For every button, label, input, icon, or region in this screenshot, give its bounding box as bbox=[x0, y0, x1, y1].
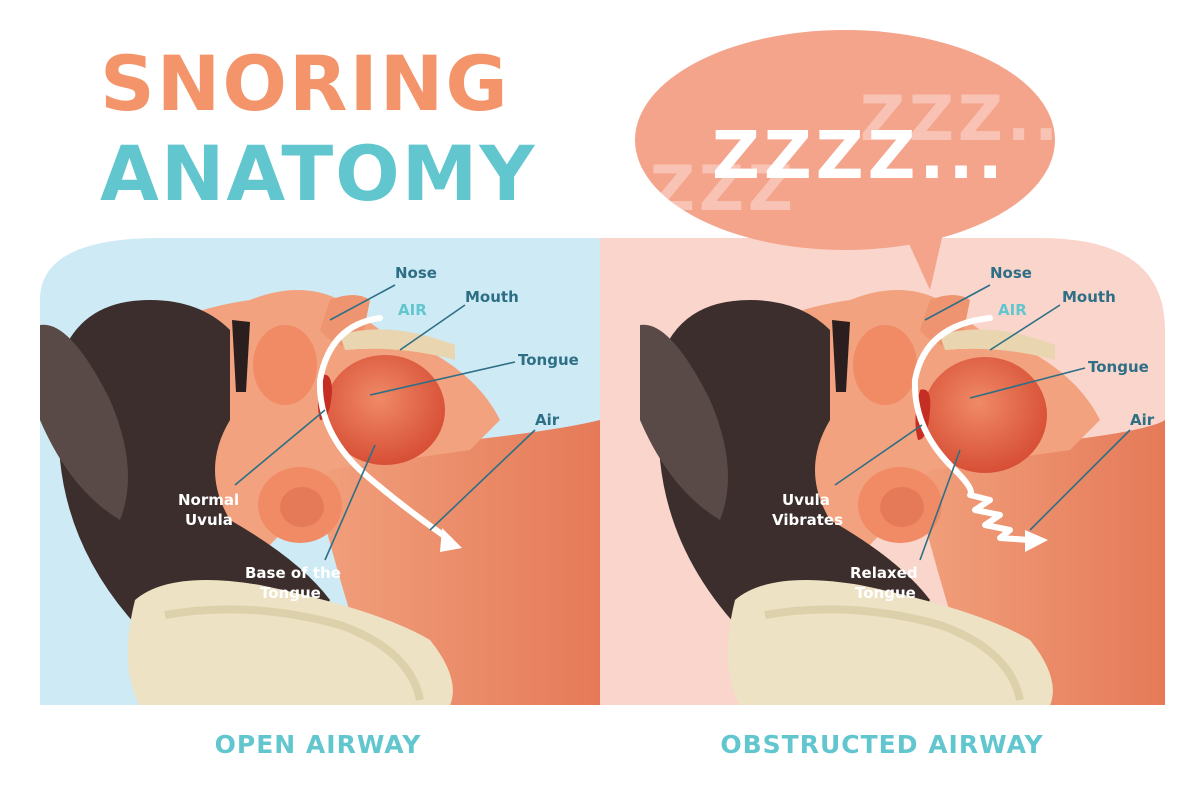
right-label-air: Air bbox=[1130, 411, 1155, 429]
right-label-mouth: Mouth bbox=[1062, 288, 1116, 306]
left-ear-hair bbox=[40, 324, 128, 520]
left-label-nose: Nose bbox=[395, 264, 437, 282]
left-label-uvula-line2: Uvula bbox=[185, 511, 233, 529]
left-lips bbox=[253, 325, 317, 405]
right-leader-tongue bbox=[969, 367, 1086, 399]
speech-bubble-ghost-right: ZZZ.. bbox=[860, 82, 1062, 155]
left-pillow-crease bbox=[164, 605, 424, 701]
right-label-nose: Nose bbox=[990, 264, 1032, 282]
left-leader-air bbox=[429, 429, 536, 531]
right-leader-nose bbox=[924, 284, 991, 321]
right-leader-uvula bbox=[834, 424, 923, 486]
right-label-uvula-line2: Vibrates bbox=[772, 511, 843, 529]
right-lips bbox=[853, 325, 917, 405]
left-leader-mouth bbox=[399, 304, 466, 351]
right-leader-relaxed bbox=[919, 449, 961, 561]
left-label-mouth: Mouth bbox=[465, 288, 519, 306]
left-ear-inner bbox=[280, 487, 324, 527]
right-ear-hair bbox=[640, 324, 728, 520]
right-leader-mouth bbox=[989, 304, 1061, 351]
left-hair bbox=[60, 300, 330, 650]
right-panel: Nose AIR Mouth Tongue Air Uvula Vibrates… bbox=[600, 238, 1165, 705]
left-leader-tongue bbox=[369, 361, 516, 396]
left-tongue bbox=[325, 355, 445, 465]
right-pillow bbox=[727, 580, 1053, 705]
caption-open-airway: OPEN AIRWAY bbox=[215, 730, 422, 759]
left-label-base-line2: Tongue bbox=[260, 584, 321, 602]
right-label-relaxed-line2: Tongue bbox=[855, 584, 916, 602]
left-pillow bbox=[127, 580, 453, 705]
right-ear-inner bbox=[880, 487, 924, 527]
right-label-relaxed-line1: Relaxed bbox=[850, 564, 918, 582]
speech-bubble-body bbox=[635, 30, 1055, 250]
right-airflow-arrowhead bbox=[1025, 530, 1048, 552]
right-hair bbox=[660, 300, 930, 650]
left-label-air: Air bbox=[535, 411, 560, 429]
right-head-illustration bbox=[640, 290, 1165, 705]
right-eyebrow bbox=[832, 320, 850, 392]
right-pillow-crease bbox=[764, 605, 1024, 701]
right-leader-air bbox=[1029, 429, 1131, 531]
right-label-tongue: Tongue bbox=[1088, 358, 1149, 376]
speech-bubble: ZZZ ZZZ.. ZZZZ... bbox=[635, 30, 1062, 290]
right-airflow-arrow bbox=[911, 315, 1033, 543]
left-eyebrow bbox=[232, 320, 250, 392]
speech-bubble-tail bbox=[905, 225, 945, 290]
left-palate bbox=[340, 329, 455, 360]
left-head-illustration bbox=[40, 290, 600, 705]
left-airflow-arrowhead bbox=[440, 528, 462, 552]
left-label-tongue: Tongue bbox=[518, 351, 579, 369]
title-line2: ANATOMY bbox=[100, 129, 536, 218]
left-panel: Nose AIR Mouth Tongue Air Normal Uvula B… bbox=[40, 238, 600, 705]
speech-bubble-text: ZZZZ... bbox=[712, 117, 1007, 194]
left-leader-nose bbox=[329, 284, 396, 321]
left-label-uvula-line1: Normal bbox=[178, 491, 239, 509]
left-label-air-top: AIR bbox=[398, 301, 427, 319]
title-line1: SNORING bbox=[100, 39, 510, 128]
caption-obstructed-airway: OBSTRUCTED AIRWAY bbox=[720, 730, 1043, 759]
right-label-air-top: AIR bbox=[998, 301, 1027, 319]
left-leader-uvula bbox=[234, 409, 326, 486]
right-label-uvula-line1: Uvula bbox=[782, 491, 830, 509]
speech-bubble-ghost-left: ZZZ bbox=[650, 152, 797, 225]
left-label-base-line1: Base of the bbox=[245, 564, 341, 582]
left-leader-base bbox=[324, 444, 376, 561]
left-airflow-arrow bbox=[316, 315, 453, 543]
